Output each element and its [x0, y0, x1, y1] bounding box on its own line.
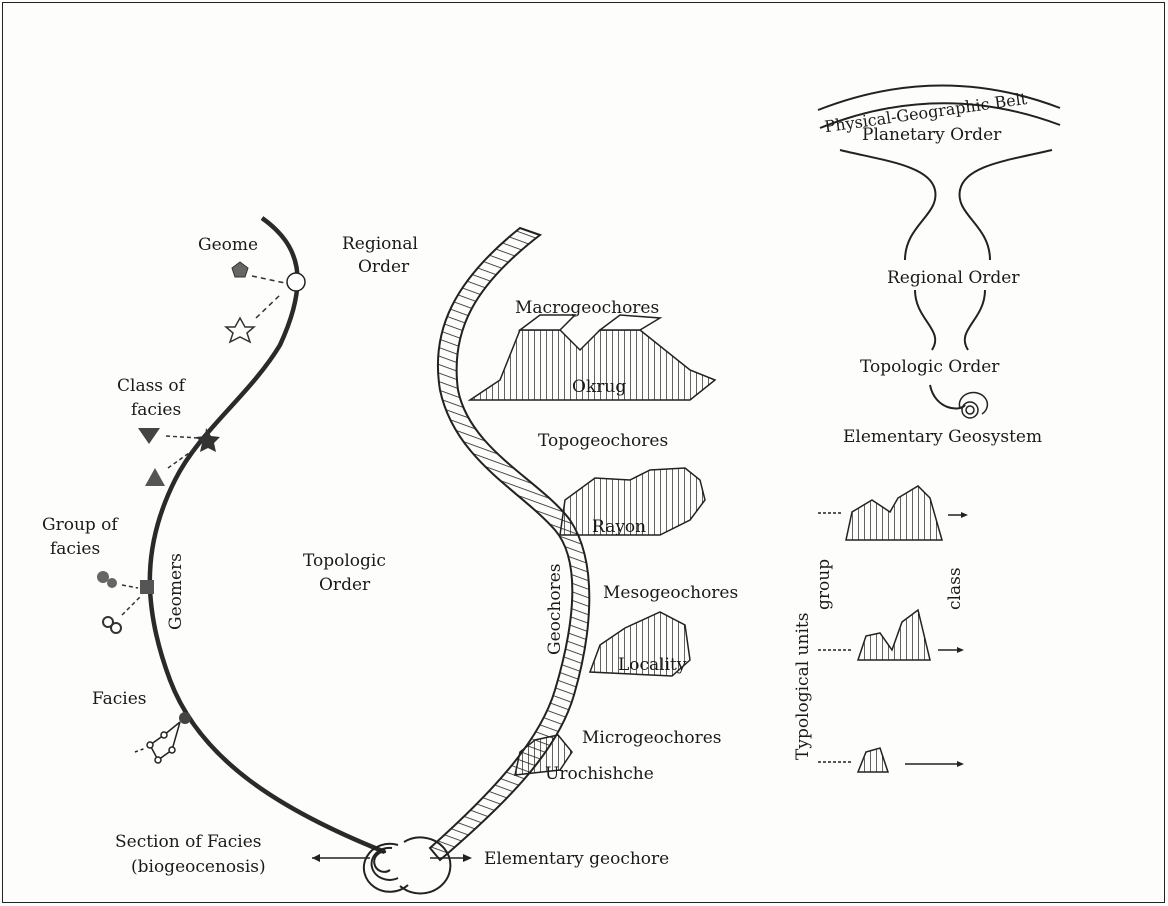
- star-icon: [226, 318, 254, 342]
- typological-units-label: Typological units: [793, 613, 813, 760]
- geomers-label: Geomers: [166, 553, 186, 630]
- triangle-up-icon: [145, 468, 165, 486]
- class-label: class: [945, 567, 965, 610]
- regional-order-label-1: Regional: [342, 234, 418, 254]
- group-label: group: [814, 559, 834, 610]
- microgeochores-label: Microgeochores: [582, 728, 722, 748]
- facies-node: [179, 712, 191, 724]
- class-of-facies-label-1: Class of: [117, 376, 187, 396]
- unit-block-icon: [858, 748, 888, 772]
- rayon-label: Rayon: [592, 517, 646, 537]
- regional-order-right-label: Regional Order: [887, 268, 1020, 288]
- mesogeochores-label: Mesogeochores: [603, 583, 738, 603]
- macrogeochores-label: Macrogeochores: [515, 298, 659, 318]
- facies-scatter-icon: [135, 722, 180, 763]
- urochishche-label: Urochishche: [545, 764, 654, 784]
- locality-label: Locality: [618, 655, 687, 675]
- elementary-geosystem-spiral-icon: [959, 393, 987, 418]
- elementary-geosystem-label: Elementary Geosystem: [843, 427, 1042, 447]
- planetary-order-label: Planetary Order: [862, 125, 1002, 145]
- cluster-icon: [97, 571, 109, 583]
- facies-label: Facies: [92, 689, 147, 709]
- geome-node: [287, 273, 305, 291]
- group-block-icon: [858, 610, 930, 660]
- pentagon-icon: [232, 262, 248, 277]
- topogeochores-label: Topogeochores: [538, 431, 668, 451]
- class-block-icon: [846, 486, 942, 540]
- topologic-order-label-1: Topologic: [303, 551, 386, 571]
- topologic-order-right-label: Topologic Order: [860, 357, 1000, 377]
- section-of-facies-label-1: Section of Facies: [115, 832, 262, 852]
- class-of-facies-label-2: facies: [131, 400, 181, 420]
- geochores-label: Geochores: [545, 564, 565, 656]
- section-of-facies-label-2: (biogeocenosis): [131, 857, 266, 877]
- topologic-order-label-2: Order: [319, 575, 371, 595]
- okrug-label: Okrug: [572, 377, 626, 397]
- class-node-icon: [196, 428, 220, 452]
- regional-order-label-2: Order: [358, 257, 410, 277]
- group-of-facies-label-1: Group of: [42, 515, 119, 535]
- group-node-icon: [140, 580, 154, 594]
- group-of-facies-label-2: facies: [50, 539, 100, 559]
- typological-units: [818, 486, 968, 772]
- geomer-curve: [150, 218, 385, 852]
- geome-label: Geome: [198, 235, 258, 255]
- elementary-geochore-label: Elementary geochore: [484, 849, 669, 869]
- triangle-down-icon: [138, 428, 160, 444]
